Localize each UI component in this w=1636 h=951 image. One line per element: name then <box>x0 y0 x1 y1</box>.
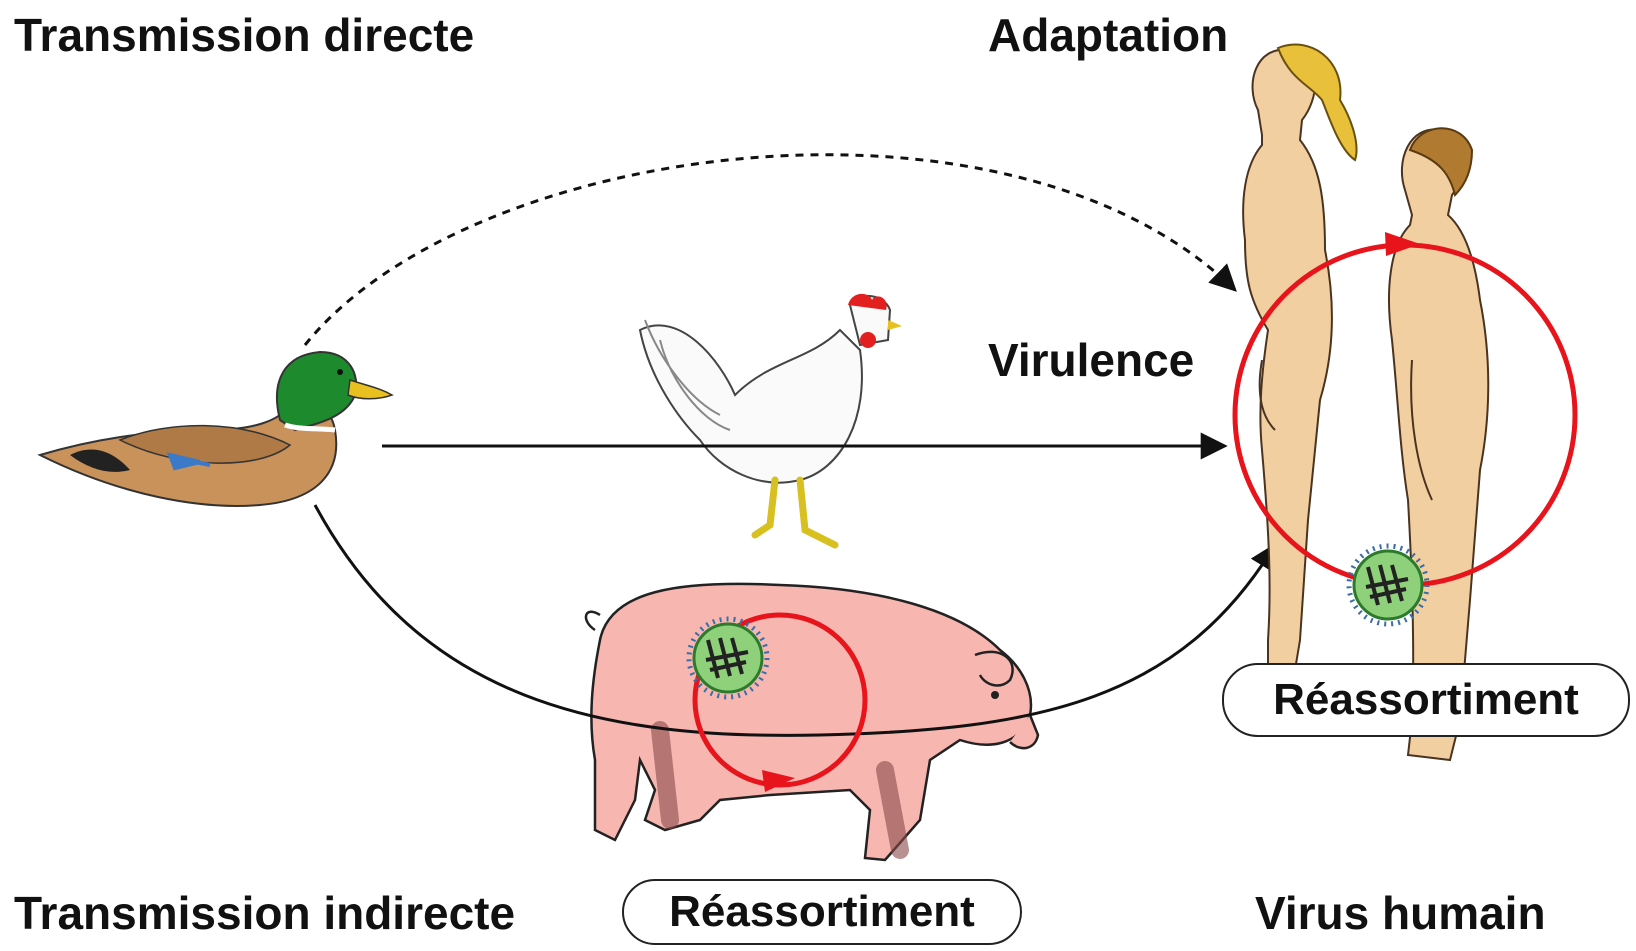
duck-icon <box>37 350 394 507</box>
chicken-icon <box>638 293 902 549</box>
pig-reassortment-cycle <box>692 612 868 792</box>
human-virus-label: Virus humain <box>1255 887 1546 939</box>
woman-icon <box>1242 43 1358 672</box>
reassortment-pig-badge: Réassortiment <box>622 879 1022 945</box>
direct-transmission-arrow <box>303 153 1237 346</box>
virulence-label: Virulence <box>988 334 1195 386</box>
adaptation-label: Adaptation <box>988 9 1229 61</box>
reassortment-human-badge: Réassortiment <box>1222 663 1630 737</box>
direct-transmission-label: Transmission directe <box>14 9 475 61</box>
pig-icon <box>584 582 1040 862</box>
indirect-transmission-arrow <box>313 504 1277 737</box>
indirect-transmission-label: Transmission indirecte <box>14 887 516 939</box>
